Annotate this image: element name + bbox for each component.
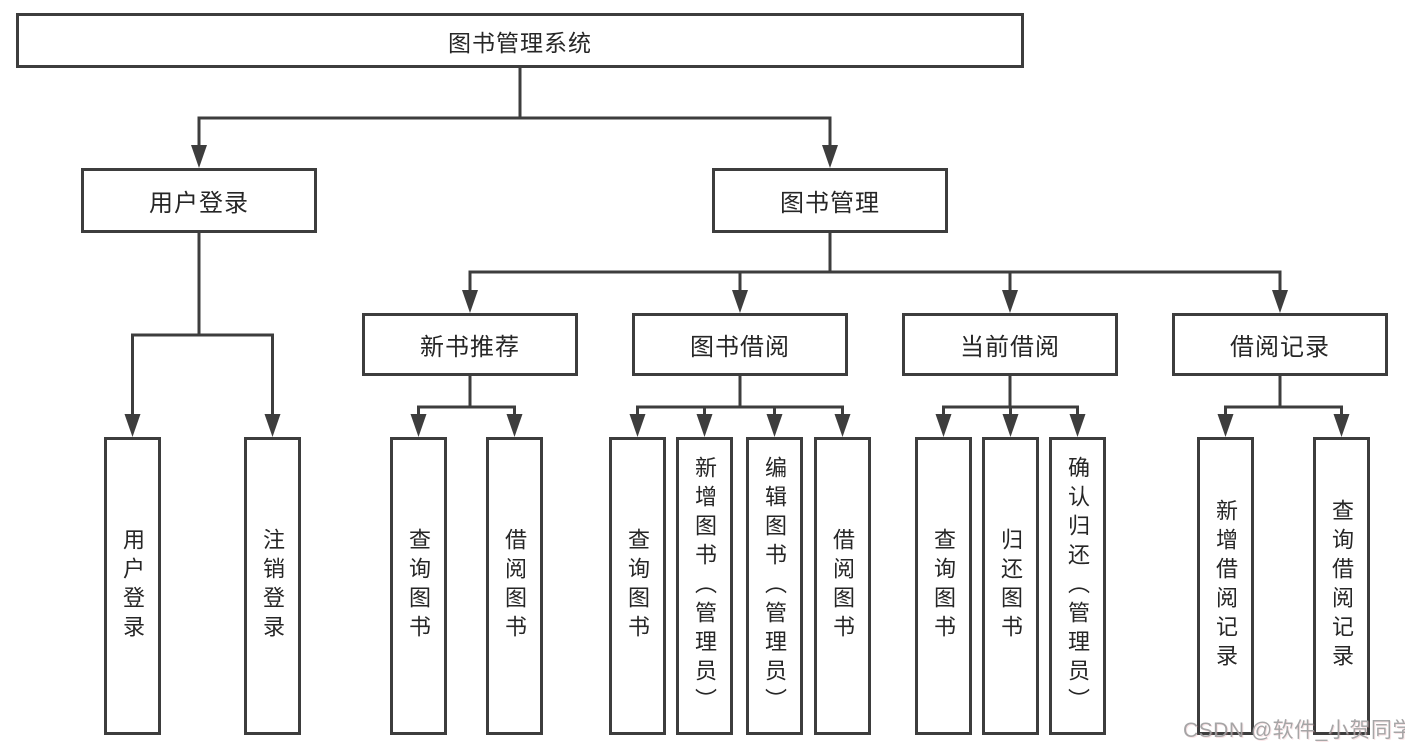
arrow-down-icon (629, 414, 646, 437)
arrow-down-icon (766, 414, 783, 437)
arrow-down-icon (264, 414, 281, 437)
leaf-add-borrow-record: 新增借阅记录 (1197, 437, 1254, 735)
connector-book-management-children (468, 231, 1282, 294)
arrow-down-icon (1002, 414, 1019, 437)
arrow-down-icon (410, 414, 427, 437)
connector-user-login-children (131, 231, 274, 418)
node-borrowing-records: 借阅记录 (1172, 313, 1388, 376)
leaf-user-login: 用户登录 (104, 437, 161, 735)
leaf-query-books-borrowing: 查询图书 (609, 437, 666, 735)
arrow-down-icon (124, 414, 141, 437)
watermark: CSDN @软件_小贺同学 (1183, 719, 1405, 742)
arrow-down-icon (935, 414, 952, 437)
leaf-return-books: 归还图书 (982, 437, 1039, 735)
connector-borrowing-records-children (1224, 374, 1343, 418)
leaf-borrow-books-newbook: 借阅图书 (486, 437, 543, 735)
arrow-down-icon (696, 414, 713, 437)
leaf-logout: 注销登录 (244, 437, 301, 735)
node-book-management: 图书管理 (712, 168, 948, 233)
connector-current-borrowing-children (942, 374, 1079, 418)
leaf-borrow-books-borrowing: 借阅图书 (814, 437, 871, 735)
connector-root-to-level2 (197, 66, 832, 149)
arrow-down-icon (1333, 414, 1350, 437)
arrow-down-icon (506, 414, 523, 437)
arrow-down-icon (1069, 414, 1086, 437)
leaf-edit-book-admin: 编辑图书（管理员） (746, 437, 803, 735)
connector-new-book-children (417, 374, 516, 418)
arrow-down-icon (732, 290, 748, 313)
node-new-book-recommend: 新书推荐 (362, 313, 578, 376)
node-user-login: 用户登录 (81, 168, 317, 233)
leaf-add-book-admin: 新增图书（管理员） (676, 437, 733, 735)
leaf-query-books-current: 查询图书 (915, 437, 972, 735)
node-root: 图书管理系统 (16, 13, 1024, 68)
arrow-down-icon (462, 290, 478, 313)
arrow-down-icon (191, 145, 207, 168)
node-book-borrowing: 图书借阅 (632, 313, 848, 376)
leaf-query-books-newbook: 查询图书 (390, 437, 447, 735)
arrow-down-icon (822, 145, 838, 168)
arrow-down-icon (1217, 414, 1234, 437)
connector-book-borrowing-children (636, 374, 844, 418)
node-current-borrowing: 当前借阅 (902, 313, 1118, 376)
leaf-query-borrow-record: 查询借阅记录 (1313, 437, 1370, 735)
arrow-down-icon (1272, 290, 1288, 313)
leaf-confirm-return-admin: 确认归还（管理员） (1049, 437, 1106, 735)
arrow-down-icon (834, 414, 851, 437)
arrow-down-icon (1002, 290, 1018, 313)
